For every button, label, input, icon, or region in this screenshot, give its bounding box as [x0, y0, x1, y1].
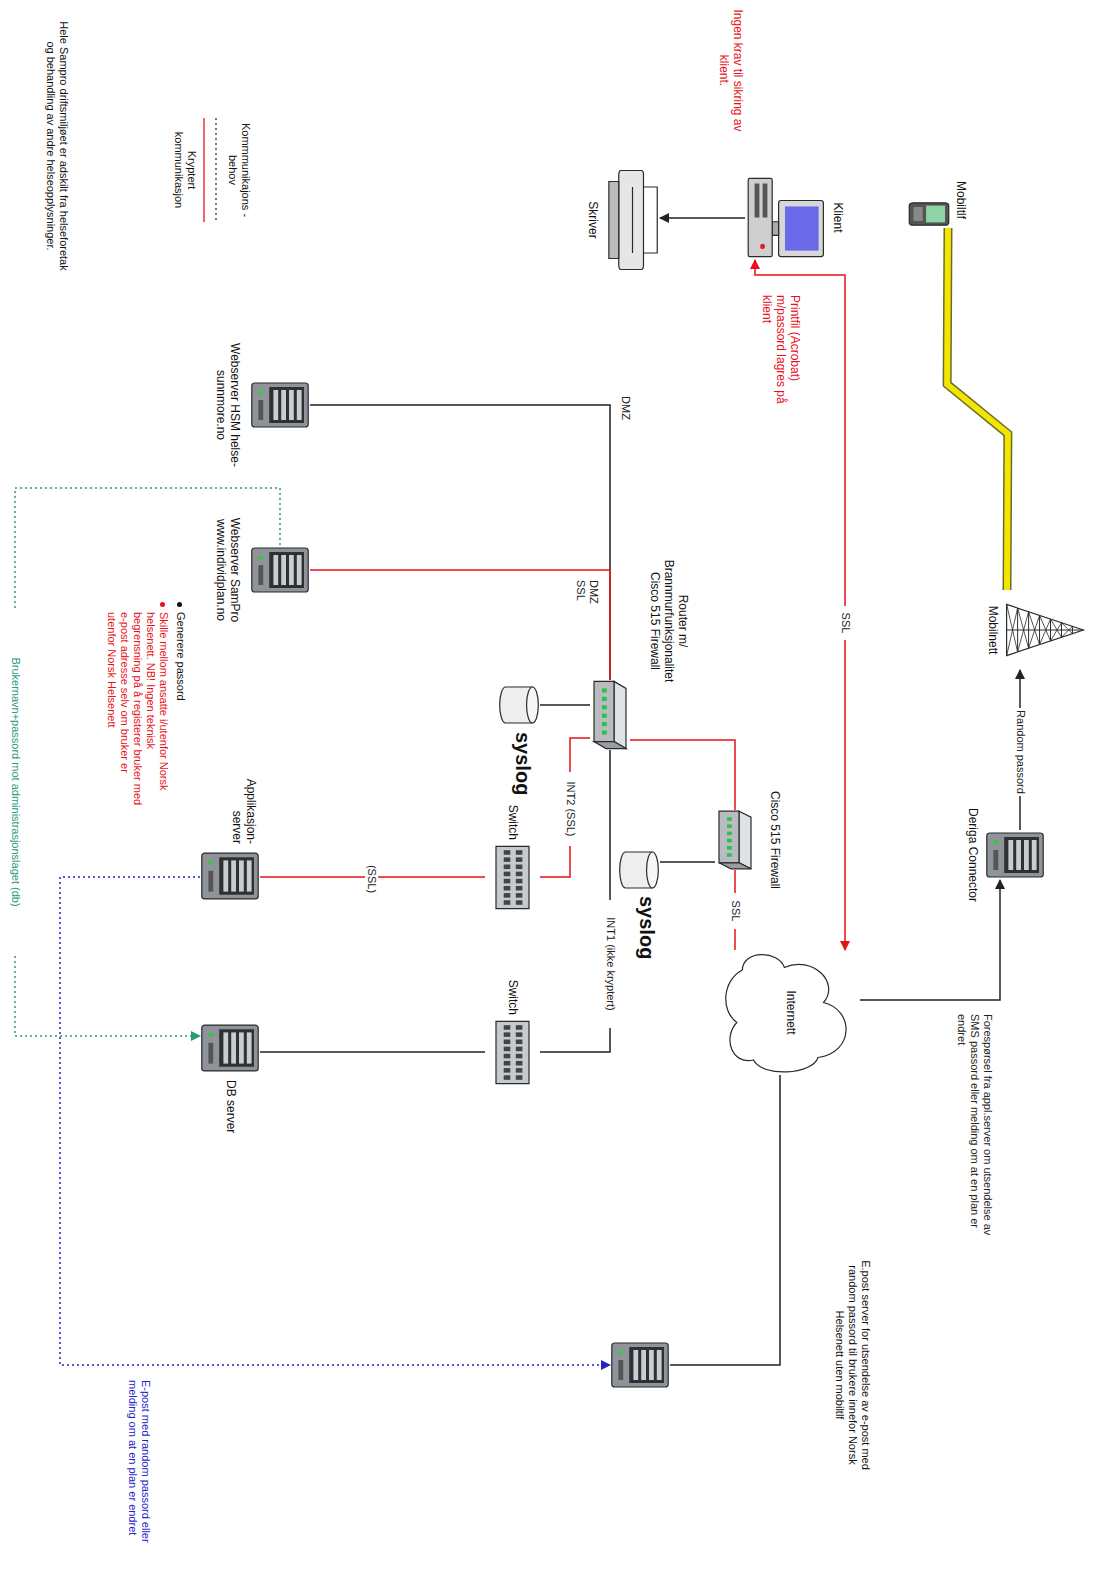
- connector: [540, 738, 590, 877]
- connector: [540, 704, 590, 706]
- edge-label: E-post med random passord eller melding …: [126, 1378, 152, 1572]
- network-switch-icon: [485, 845, 540, 910]
- node-label: Internett: [784, 955, 798, 1070]
- lightning-link: [947, 228, 1008, 590]
- edge-label: DMZ: [619, 386, 632, 430]
- node-label: Webserver HSM helse-sunnmore.no: [214, 333, 242, 477]
- firewall-icon: [715, 810, 755, 870]
- note-text: Printfil (Acrobat) m/passord lagres på k…: [760, 295, 802, 435]
- sms-gateway-server: Deriga Connector: [985, 830, 1045, 880]
- router-firewall: Router m/ Brannmurfunksjonalitet Cisco 5…: [590, 680, 630, 750]
- edge-label: INT1 (ikke kryptert): [604, 900, 617, 1028]
- database-server: DB server: [200, 1022, 260, 1074]
- connector: [660, 217, 745, 219]
- legend-sample: [203, 118, 204, 222]
- web-server: Webserver HSM helse-sunnmore.no: [250, 380, 310, 430]
- mobile-network-tower: Mobilnett: [1005, 590, 1085, 670]
- node-label: Mobilnett: [986, 585, 1000, 675]
- node-label: Skriver: [586, 165, 600, 275]
- note-text: Hele Sampro driftsmiljøet er adskilt fra…: [44, 15, 70, 277]
- node-label: Router m/ Brannmurfunksjonalitet Cisco 5…: [648, 548, 690, 694]
- web-server: Webserver SamPro www.individplan.no: [250, 545, 310, 595]
- mail-server: E.post server for utsendelse av e-post m…: [610, 1340, 670, 1390]
- node-label: syslog: [634, 896, 658, 971]
- client-computer: Klient: [745, 175, 825, 260]
- node-label: DB server: [224, 1080, 238, 1155]
- note-text: Ingen krav til sikring av klient.: [717, 8, 745, 133]
- firewall: Cisco 515 Firewall: [715, 810, 755, 870]
- printer-icon: [605, 165, 660, 275]
- web-server-icon: [250, 380, 310, 430]
- connector: [755, 260, 845, 950]
- node-label: Switch: [506, 961, 520, 1015]
- node-label: Klient: [831, 175, 845, 260]
- mobile-phone-icon: [908, 200, 950, 228]
- node-label: Mobiltlf: [954, 160, 968, 240]
- syslog-store-icon: [498, 685, 540, 725]
- edge-label: Random passord: [1014, 708, 1027, 796]
- printer: Skriver: [605, 165, 660, 275]
- web-server-icon: [250, 545, 310, 595]
- connector: [540, 750, 610, 1052]
- edge-label: SSL: [729, 893, 742, 929]
- legend-text: Kommmunikajons -behov: [226, 112, 252, 228]
- note-text: Skille mellom ansatte i/utenfor Norsk he…: [105, 612, 170, 807]
- mail-server-icon: [610, 1340, 670, 1390]
- legend-sample: [215, 118, 216, 222]
- legend-text: Kryptert kommunikasjon: [172, 112, 198, 228]
- router-firewall-icon: [590, 680, 630, 750]
- connector: [670, 1075, 780, 1365]
- mobile-network-tower-icon: [1005, 590, 1085, 670]
- note-text: Generere passord: [174, 612, 187, 797]
- edge-label: (SSL): [365, 857, 378, 901]
- database-server-icon: [200, 1022, 260, 1074]
- connector: [660, 861, 715, 863]
- bullet: [160, 602, 165, 607]
- node-label: Webserver SamPro www.individplan.no: [214, 500, 242, 640]
- client-computer-icon: [745, 175, 825, 260]
- connector: [60, 877, 610, 1365]
- network-switch-icon: [485, 1020, 540, 1085]
- edge-label: Brukernavn+passord mot administrasjonsla…: [9, 610, 22, 954]
- node-label: Applikasjon- server: [230, 758, 258, 844]
- lightning-outline: [947, 228, 1008, 590]
- node-label: E.post server for utsendelse av e-post m…: [833, 1245, 872, 1485]
- edge-label: Forespørsel fra appl.server om utsendels…: [955, 1012, 994, 1248]
- application-server: Applikasjon- server: [200, 850, 260, 902]
- bullet: [177, 602, 182, 607]
- syslog-store: syslog: [498, 685, 540, 725]
- edge-label: SSL: [839, 606, 852, 640]
- node-label: Cisco 515 Firewall: [768, 765, 782, 915]
- internet-cloud: Internett: [720, 950, 860, 1075]
- connector: [15, 488, 280, 1036]
- mobile-phone: Mobiltlf: [908, 200, 950, 228]
- application-server-icon: [200, 850, 260, 902]
- edge-label: INT2 (SSL): [564, 772, 577, 846]
- edge-label: DMZ SSL: [574, 578, 600, 616]
- syslog-store: syslog: [618, 850, 660, 890]
- connector: [630, 740, 735, 810]
- connector: [310, 570, 610, 680]
- syslog-store-icon: [618, 850, 660, 890]
- node-label: syslog: [510, 732, 534, 807]
- network-switch: Switch: [485, 845, 540, 910]
- node-label: Switch: [506, 786, 520, 840]
- sms-gateway-server-icon: [985, 830, 1045, 880]
- network-switch: Switch: [485, 1020, 540, 1085]
- connector: [260, 1051, 485, 1053]
- connector: [310, 405, 610, 680]
- node-label: Deriga Connector: [966, 795, 980, 915]
